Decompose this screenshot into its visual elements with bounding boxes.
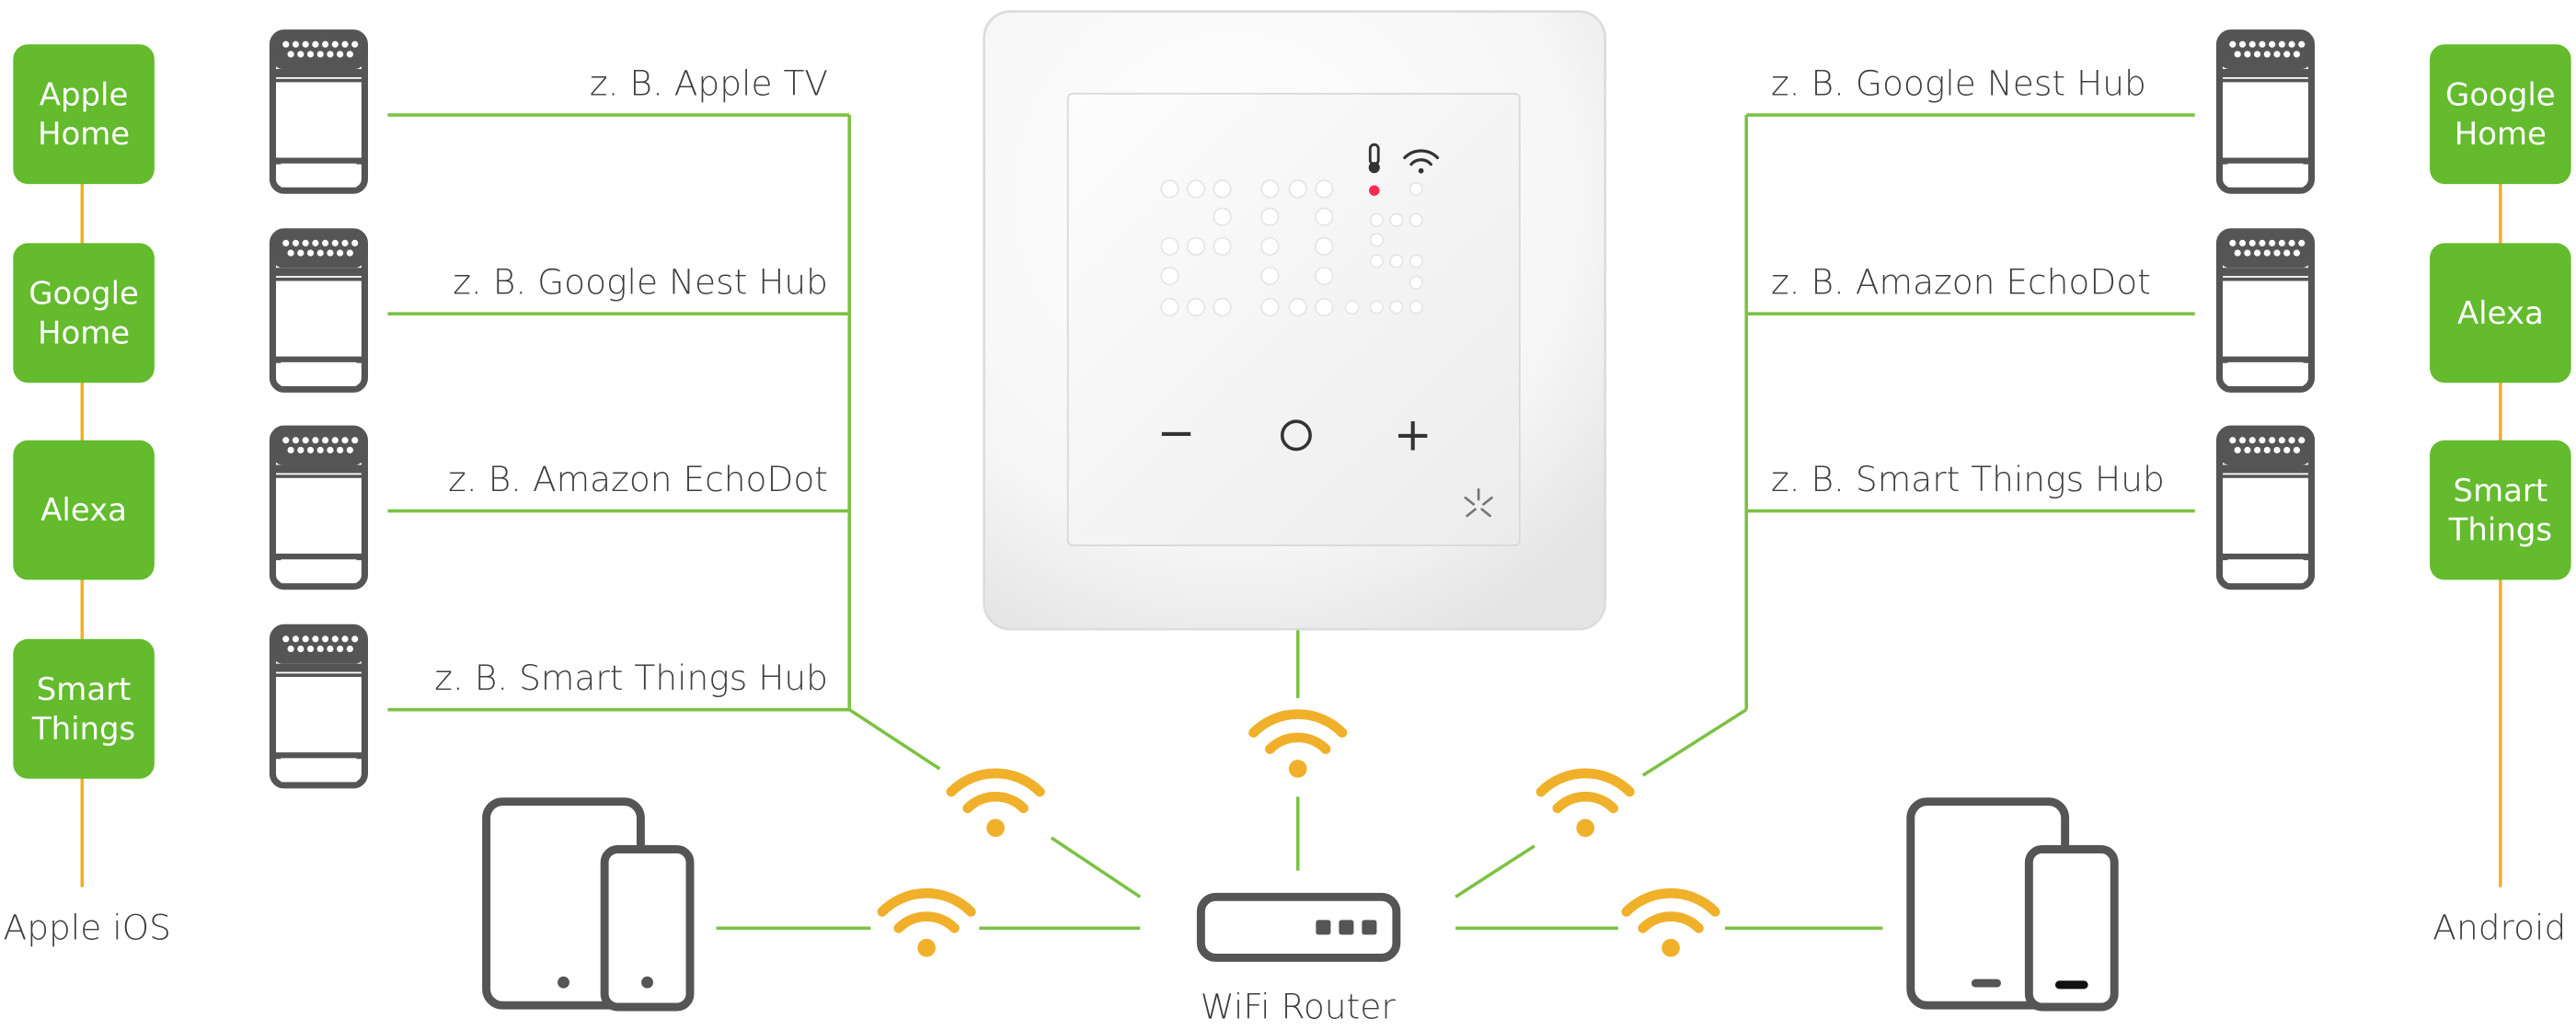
pill-alexa: Alexa xyxy=(13,440,155,580)
pill-line: Alexa xyxy=(40,493,127,529)
tablet-phone-icon xyxy=(482,797,695,1012)
right-ecosystem: Google Home Alexa Smart Things Android xyxy=(2430,44,2571,948)
wifi-icon xyxy=(882,893,971,956)
router-icon xyxy=(1196,892,1401,962)
hub-label: z. B. Google Nest Hub xyxy=(453,262,828,303)
smart-hub-icon xyxy=(2219,33,2311,190)
pill-line: Google xyxy=(2445,77,2556,113)
pill-alexa-android: Alexa xyxy=(2430,243,2571,383)
wifi-icon xyxy=(951,773,1040,837)
pill-smart-things: Smart Things xyxy=(13,638,155,779)
pill-line: Smart xyxy=(2454,474,2548,509)
thermometer-icon xyxy=(1368,143,1380,196)
smart-hub-icon xyxy=(272,33,364,190)
pill-google-home-android: Google Home xyxy=(2430,44,2571,185)
left-hubs: z. B. Apple TV z. B. Google Nest Hub z. … xyxy=(272,33,828,785)
thermostat: − + xyxy=(983,10,1606,631)
router-label: WiFi Router xyxy=(1201,986,1397,1026)
pill-line: Things xyxy=(31,712,135,748)
connection-lines xyxy=(387,113,2195,931)
smart-hub-icon xyxy=(272,627,364,784)
hub-label: z. B. Apple TV xyxy=(590,63,828,104)
hub-label: z. B. Amazon EchoDot xyxy=(1771,262,2151,303)
smart-hub-icon xyxy=(2219,429,2311,586)
platform-label-android: Android xyxy=(2432,908,2566,948)
plus-button[interactable]: + xyxy=(1394,407,1432,461)
thermostat-buttons: − + xyxy=(1157,406,1432,462)
pill-line: Home xyxy=(2455,117,2547,153)
smart-hub-icon xyxy=(272,429,364,586)
left-ecosystem: Apple Home Google Home Alexa Smart Thing… xyxy=(4,44,171,948)
hub-label: z. B. Smart Things Hub xyxy=(1771,459,2165,499)
minus-button[interactable]: − xyxy=(1157,406,1196,460)
hub-label: z. B. Smart Things Hub xyxy=(434,658,828,698)
hub-label: z. B. Google Nest Hub xyxy=(1771,63,2146,104)
pill-line: Home xyxy=(38,117,130,153)
temperature-display xyxy=(1160,179,1423,317)
right-hubs: z. B. Google Nest Hub z. B. Amazon EchoD… xyxy=(1771,33,2312,587)
wifi-icon xyxy=(1541,773,1629,837)
pill-line: Home xyxy=(38,315,130,351)
tablet-phone-icon xyxy=(1906,797,2119,1012)
pill-smart-things-android: Smart Things xyxy=(2430,440,2571,580)
platform-label-ios: Apple iOS xyxy=(4,908,171,948)
wifi-icon xyxy=(1253,715,1341,778)
pill-line: Alexa xyxy=(2457,296,2544,332)
smart-hub-icon xyxy=(272,232,364,389)
pill-line: Smart xyxy=(37,672,132,708)
pill-google-home: Google Home xyxy=(13,243,155,383)
wifi-icon xyxy=(1627,893,1715,956)
smart-hub-icon xyxy=(2219,232,2311,389)
pill-line: Google xyxy=(29,276,139,312)
pill-line: Things xyxy=(2448,513,2552,549)
brand-logo-icon xyxy=(1464,487,1493,518)
pill-line: Apple xyxy=(40,77,129,113)
wifi-status-icon xyxy=(1403,149,1440,174)
hub-label: z. B. Amazon EchoDot xyxy=(448,459,828,499)
pill-apple-home: Apple Home xyxy=(13,44,155,185)
power-button[interactable] xyxy=(1280,419,1312,452)
